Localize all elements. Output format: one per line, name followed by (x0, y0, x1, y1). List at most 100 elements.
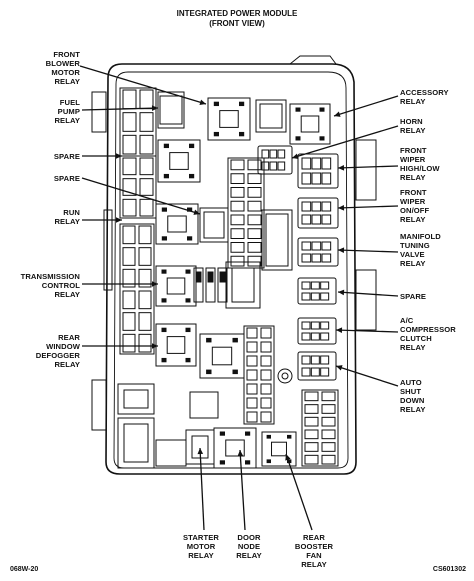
spare-relay-right (297, 277, 337, 305)
lower-fuse-bank-fuse (260, 397, 272, 409)
lower-fuse-bank-fuse (246, 369, 258, 381)
rear-booster-fan-relay-terminal (266, 434, 272, 439)
mounting-bolt (277, 368, 293, 384)
center-fuse-bank-fuse (247, 242, 262, 253)
label-rear-window-defogger-relay: REAR WINDOW DEFOGGER RELAY (35, 333, 80, 369)
fuel-pump-relay-inner (159, 95, 183, 125)
center-lower-fuse (225, 261, 261, 309)
front-wiper-on-off-relay-blade (311, 201, 322, 212)
arrow-front-wiper-high-low-relay-head (338, 165, 345, 171)
ac-compressor-clutch-relay (297, 317, 337, 345)
top-notch (289, 55, 337, 65)
rear-window-defogger-relay-terminal (161, 327, 167, 333)
arrow-spare-right-head (338, 289, 345, 296)
arrow-rear-booster-fan-relay (285, 453, 313, 531)
manifold-tuning-valve-relay-blade (311, 253, 322, 263)
rear-booster-fan-relay-core (271, 441, 287, 457)
lower-fuse-bank (243, 325, 275, 425)
run-relay (155, 203, 199, 245)
right-bottom-fuse-bank-fuse (321, 442, 336, 452)
footer-left-code: 068W-20 (10, 566, 39, 573)
manifold-fuse-column-inner (265, 213, 289, 267)
manifold-tuning-valve-relay-blade (321, 241, 332, 251)
left-fuse-block-long-fuse (138, 268, 152, 288)
lower-fuse-bank-fuse (260, 327, 272, 339)
center-lower-relay-core (211, 346, 233, 366)
left-fuse-block-long-fuse (138, 225, 152, 245)
front-wiper-on-off-relay-blade (311, 214, 322, 225)
center-fuse-bank-fuse (247, 173, 262, 184)
arrow-auto-shut-down-relay (335, 365, 399, 387)
arrow-spare-right (337, 291, 399, 297)
label-front-wiper-on-off-relay: FRONT WIPER ON/OFF RELAY (400, 188, 430, 224)
arrow-auto-shut-down-relay-head (336, 365, 343, 371)
horn-relay (257, 145, 293, 175)
accessory-relay (289, 103, 331, 145)
spare-relay-right-blade (310, 281, 320, 290)
rear-booster-fan-relay-terminal (287, 434, 292, 439)
left-rail (103, 209, 113, 291)
arrow-front-blower-motor-relay (79, 65, 207, 105)
left-fuse-block-mid-fuse (122, 198, 137, 217)
left-fuse-block-long-fuse (122, 268, 136, 288)
front-blower-motor-relay-terminal (239, 101, 245, 107)
arrow-ac-compressor-clutch-relay-head (336, 327, 343, 333)
rear-booster-fan-relay-terminal (266, 459, 272, 464)
front-blower-motor-relay-terminal (213, 131, 220, 137)
left-fuse-block-top-fuse (122, 89, 137, 110)
front-wiper-on-off-relay (297, 197, 339, 229)
left-fuse-block-top-fuse (122, 112, 137, 132)
left-bottom-fuse-inner (123, 423, 149, 463)
label-rear-booster-fan-relay: REAR BOOSTER FAN RELAY (294, 533, 334, 569)
diagram-subtitle: (FRONT VIEW) (209, 19, 265, 28)
left-fuse-block-long-fuse (122, 312, 136, 331)
front-blower-motor-relay-terminal (239, 131, 245, 137)
left-fuse-block-mid-fuse (139, 157, 154, 176)
auto-shut-down-relay-blade (310, 355, 320, 365)
center-fuse-bank-fuse (247, 159, 262, 171)
arrow-horn-relay-head (292, 153, 299, 159)
accessory-relay-terminal (319, 136, 325, 141)
auto-shut-down-relay-blade (301, 367, 311, 377)
left-bottom-fuse-block (117, 417, 155, 469)
right-bottom-fuse-bank-fuse (321, 391, 336, 402)
right-bottom-fuse-bank-fuse (304, 442, 319, 452)
label-spare-left-1: SPARE (53, 152, 80, 161)
auto-shut-down-relay-blade (320, 367, 330, 377)
center-fuse-bank-fuse (230, 228, 245, 239)
label-accessory-relay: ACCESSORY RELAY (400, 88, 449, 106)
front-wiper-high-low-relay-blade (311, 172, 322, 185)
left-fuse-block-long-fuse (138, 290, 152, 310)
center-top-fuse (255, 99, 287, 133)
left-bottom-small-fuse (155, 439, 187, 467)
mounting-bolt-center (281, 372, 289, 380)
lower-fuse-bank-fuse (260, 411, 272, 423)
spare-relay-right-blade (301, 292, 311, 301)
arrow-front-wiper-on-off-relay (337, 205, 399, 209)
rear-booster-fan-relay (261, 431, 297, 467)
rear-window-defogger-relay-terminal (161, 357, 167, 363)
horn-relay-blade (269, 161, 278, 171)
arrow-door-node-relay-head (237, 450, 244, 457)
front-wiper-on-off-relay-blade (301, 201, 312, 212)
left-fuse-block-long-fuse (138, 333, 152, 353)
left-fuse-block-top-fuse (139, 112, 154, 132)
label-auto-shut-down-relay: AUTO SHUT DOWN RELAY (400, 378, 426, 414)
door-node-relay-terminal (219, 460, 226, 465)
arrow-accessory-relay (333, 95, 399, 117)
arrow-ac-compressor-clutch-relay (335, 329, 399, 333)
horn-relay-blade (277, 149, 286, 159)
door-node-relay (213, 427, 257, 469)
rear-window-defogger-relay-terminal (185, 357, 191, 363)
center-top-fuse-inner (259, 103, 283, 129)
spare-relay-right-blade (310, 292, 320, 301)
left-fuse-block-long-fuse (122, 290, 136, 310)
door-node-relay-terminal (219, 431, 226, 436)
accessory-relay-terminal (295, 136, 301, 141)
left-fuse-block-long-fuse (122, 225, 136, 245)
arrow-spare-left-2-head (193, 209, 200, 215)
lower-fuse-bank-fuse (246, 411, 258, 423)
spare-relay-1-terminal (163, 143, 170, 149)
label-spare-left-2: SPARE (53, 174, 80, 183)
label-front-blower-motor-relay: FRONT BLOWER MOTOR RELAY (45, 50, 80, 86)
